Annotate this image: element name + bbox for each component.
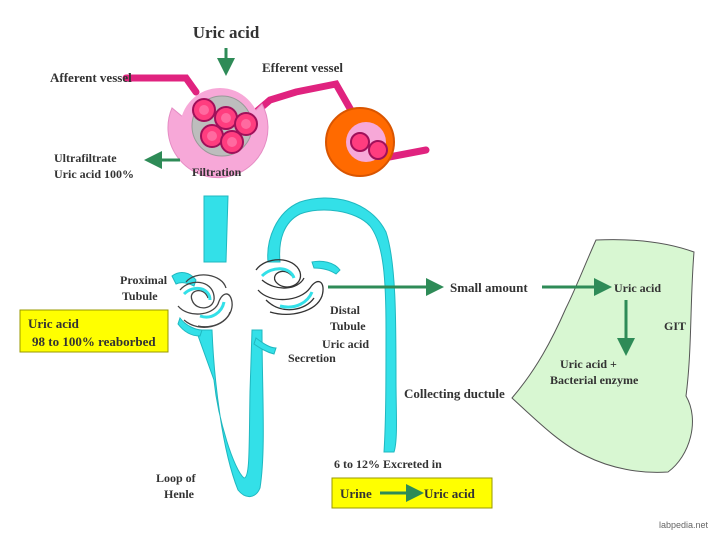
reabsorbed-box (19, 309, 169, 353)
collecting-ductule-label: Collecting ductule (404, 386, 505, 401)
urine-uric-acid-label: Uric acid (424, 486, 476, 501)
peritubular-capillary (325, 107, 395, 177)
afferent-vessel-label: Afferent vessel (50, 70, 132, 85)
git-shape (511, 239, 695, 473)
distal-convolution (255, 259, 324, 315)
loop-label-1: Loop of (156, 471, 197, 485)
bacterial-label-1: Uric acid + (560, 357, 617, 371)
nephron-tubule (171, 195, 397, 497)
secretion-label-2: Secretion (288, 351, 336, 365)
proximal-convolution (177, 274, 233, 328)
red-blood-cell-icon (192, 98, 258, 154)
green-arrow-icon (144, 48, 635, 502)
proximal-label-2: Tubule (122, 289, 158, 303)
filtration-label: Filtration (192, 165, 242, 179)
credit-label: labpedia.net (659, 520, 709, 530)
ultrafiltrate-label-2: Uric acid 100% (54, 167, 134, 181)
reabsorbed-label-1: Uric acid (28, 316, 80, 331)
distal-label-1: Distal (330, 303, 361, 317)
git-uric-acid-label: Uric acid (614, 281, 661, 295)
urine-label: Urine (340, 486, 372, 501)
ultrafiltrate-label-1: Ultrafiltrate (54, 151, 117, 165)
efferent-vessel-label: Efferent vessel (262, 60, 343, 75)
distal-label-2: Tubule (330, 319, 366, 333)
uric-acid-input-label: Uric acid (193, 23, 260, 42)
proximal-label-1: Proximal (120, 273, 168, 287)
git-label: GIT (664, 319, 686, 333)
excreted-label: 6 to 12% Excreted in (334, 457, 442, 471)
small-amount-label: Small amount (450, 280, 528, 295)
bacterial-label-2: Bacterial enzyme (550, 373, 639, 387)
secretion-label-1: Uric acid (322, 337, 369, 351)
loop-label-2: Henle (164, 487, 195, 501)
reabsorbed-label-2: 98 to 100% reaborbed (32, 334, 156, 349)
